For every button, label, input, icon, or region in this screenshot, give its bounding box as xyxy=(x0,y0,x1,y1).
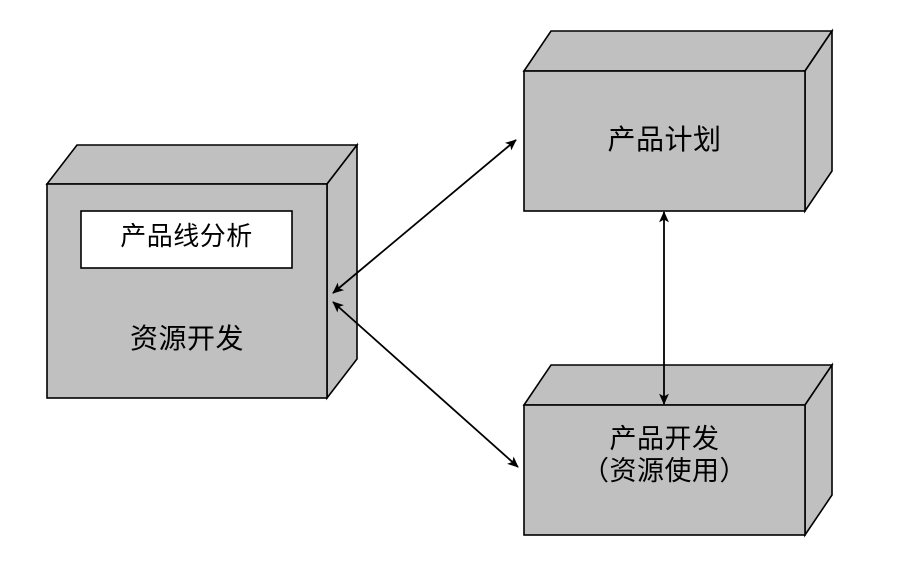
box-product-plan-top-face xyxy=(522,30,834,72)
box-product-development-front-face xyxy=(523,404,806,536)
inner-label-plate-product-line xyxy=(80,210,293,269)
box-resource-development[interactable] xyxy=(45,142,359,401)
box-resource-development-top-face xyxy=(45,144,359,185)
connector-resource-dev-to-product-plan[interactable] xyxy=(332,139,517,294)
box-product-development-top-face xyxy=(522,364,834,406)
box-resource-development-side-face xyxy=(326,142,358,401)
box-product-development[interactable] xyxy=(522,362,834,538)
connector-resource-dev-to-product-development[interactable] xyxy=(332,301,519,468)
box-product-plan-front-face xyxy=(523,70,806,212)
box-product-plan[interactable] xyxy=(522,28,834,214)
